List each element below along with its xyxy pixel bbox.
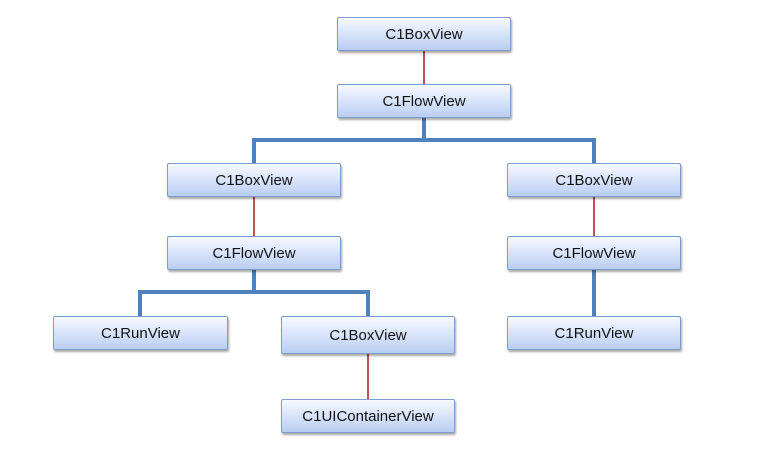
node-mid-container: C1UIContainerView <box>281 399 455 433</box>
node-root-flow: C1FlowView <box>337 84 511 118</box>
node-left-flow: C1FlowView <box>167 236 341 270</box>
node-mid-box: C1BoxView <box>281 316 455 354</box>
edge-root_flow-right_box <box>424 138 596 163</box>
node-left-box: C1BoxView <box>167 163 341 197</box>
node-right-flow: C1FlowView <box>507 236 681 270</box>
node-root-box: C1BoxView <box>337 17 511 51</box>
node-left-run: C1RunView <box>53 316 228 350</box>
edge-root_flow-left_box <box>252 118 426 163</box>
node-right-run: C1RunView <box>507 316 681 350</box>
edge-left_flow-left_run <box>138 270 256 316</box>
edge-left_flow-mid_box <box>254 290 370 316</box>
node-right-box: C1BoxView <box>507 163 681 197</box>
